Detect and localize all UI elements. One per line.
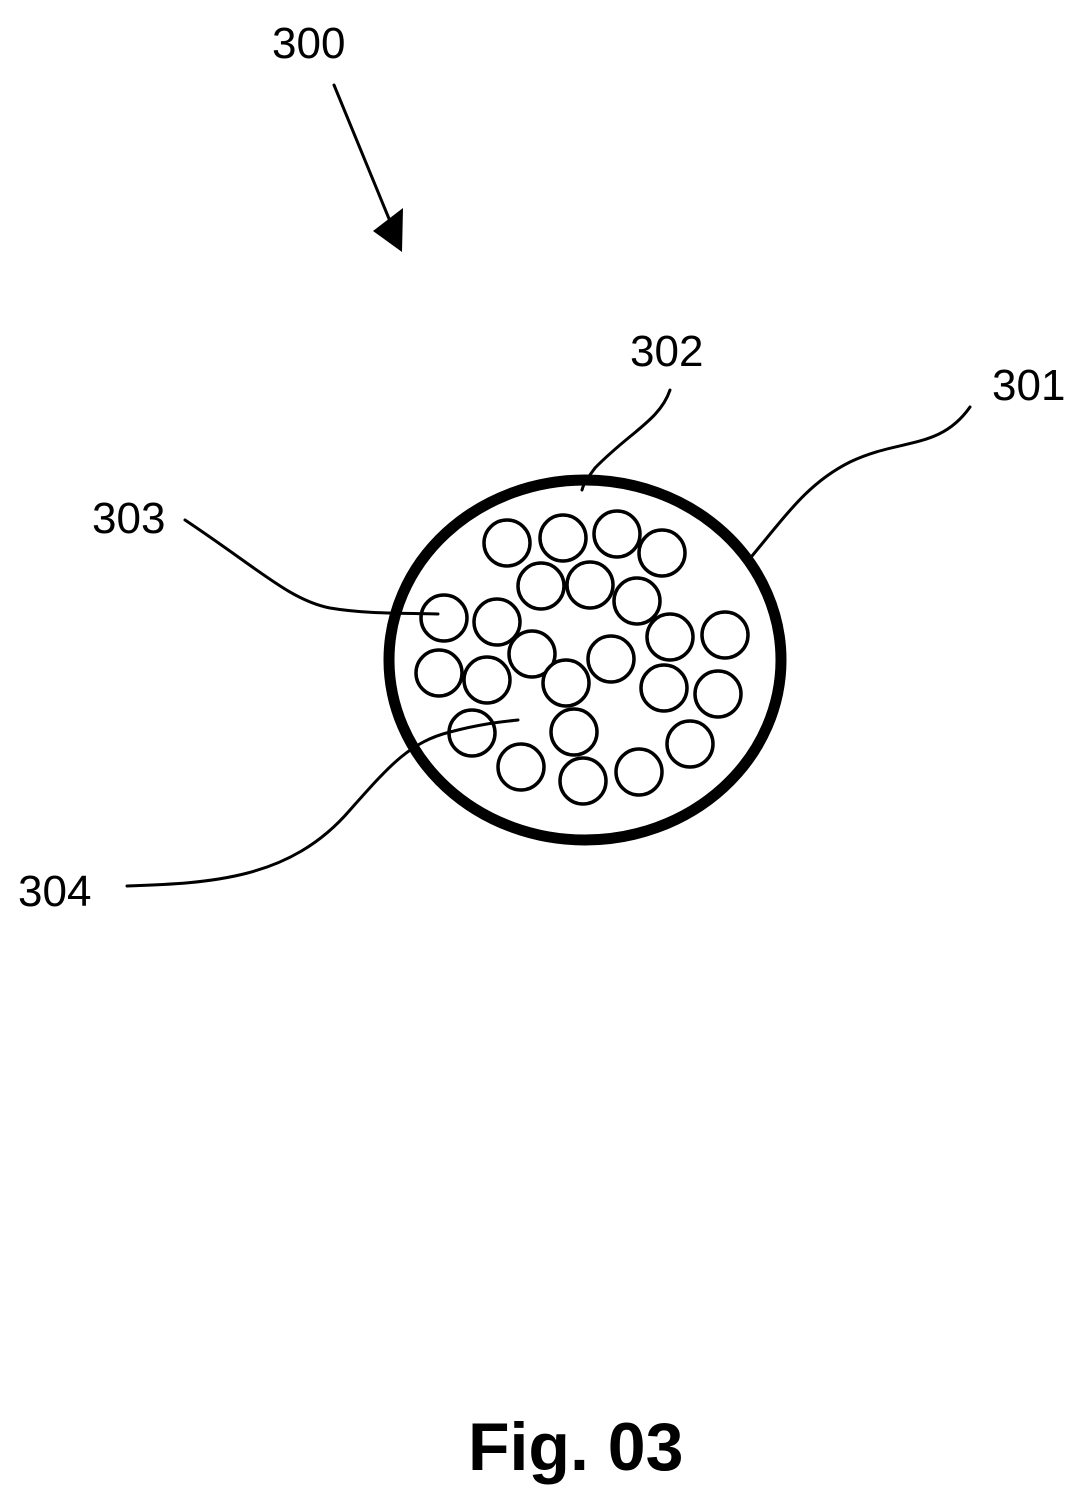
particle-circle xyxy=(449,710,495,756)
particle-circle xyxy=(639,530,685,576)
particle-circle xyxy=(695,671,741,717)
particle-circle xyxy=(588,636,634,682)
particle-circle xyxy=(647,614,693,660)
label-304: 304 xyxy=(18,867,91,916)
particle-circle xyxy=(551,709,597,755)
particle-circle xyxy=(594,511,640,557)
leader-line-301 xyxy=(752,407,970,556)
label-301: 301 xyxy=(992,361,1065,410)
label-303: 303 xyxy=(92,494,165,543)
particle-circle xyxy=(498,744,544,790)
particle-circle xyxy=(616,749,662,795)
figure-caption: Fig. 03 xyxy=(468,1409,683,1485)
particle-circle xyxy=(540,515,586,561)
particle-circle xyxy=(464,657,510,703)
label-300: 300 xyxy=(272,19,345,68)
particle-circle xyxy=(702,612,748,658)
particle-circle xyxy=(543,660,589,706)
assembly-arrow xyxy=(334,85,403,252)
particle-circle xyxy=(421,595,467,641)
particle-circle xyxy=(667,721,713,767)
particle-circle xyxy=(560,758,606,804)
assembly-arrow-shaft xyxy=(334,85,392,226)
particle-circle xyxy=(614,578,660,624)
particle-circle xyxy=(484,520,530,566)
particle-circle xyxy=(641,665,687,711)
particle-circle xyxy=(416,650,462,696)
particle-circle xyxy=(518,563,564,609)
particle-circle xyxy=(567,562,613,608)
label-302: 302 xyxy=(630,327,703,376)
